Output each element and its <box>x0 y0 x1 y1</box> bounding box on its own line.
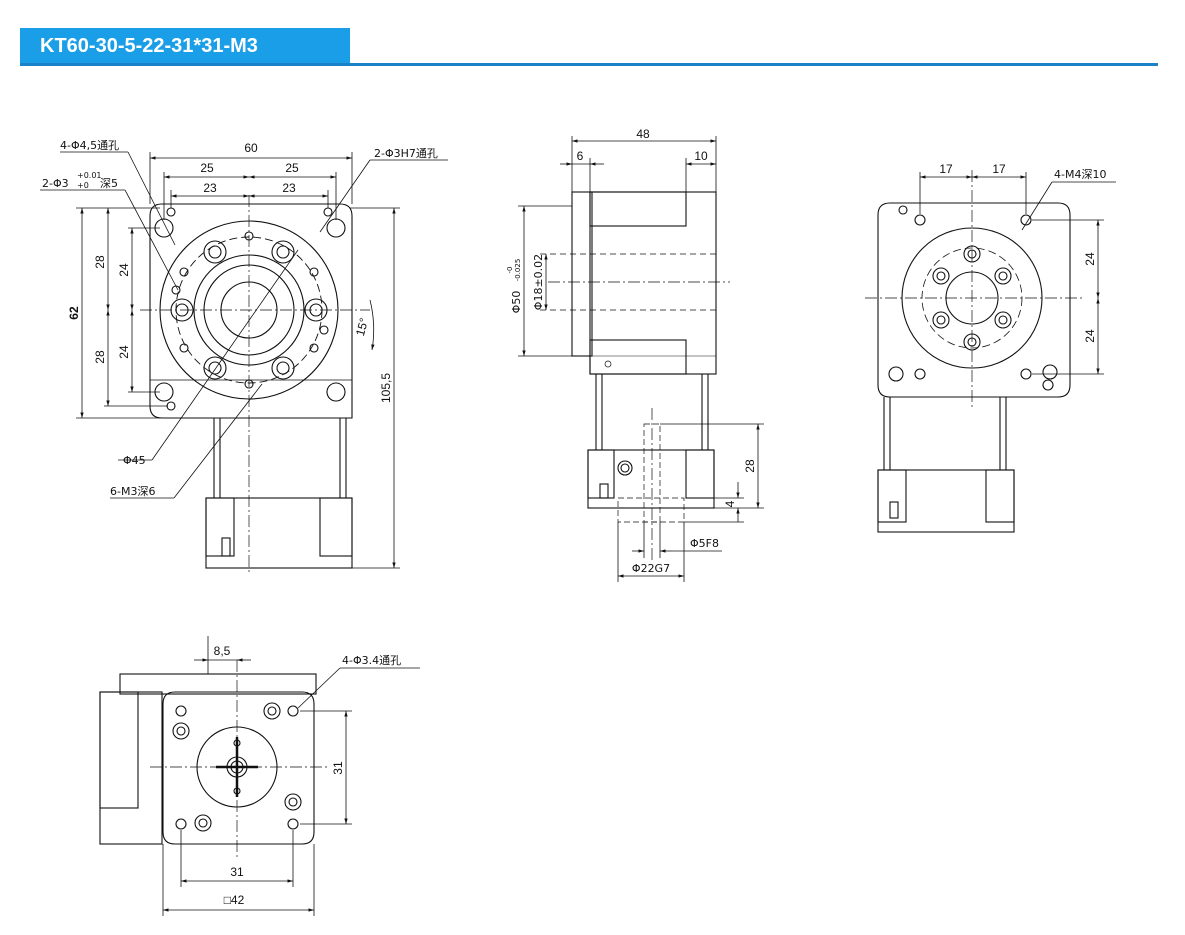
dim-28-bottom: 28 <box>93 350 107 364</box>
dim-17-right: 17 <box>992 162 1006 176</box>
dim-25-left: 25 <box>200 161 214 175</box>
dim-phi50: Φ50 <box>510 291 523 314</box>
dim-15-deg: 15° <box>353 316 371 337</box>
dim-31-horizontal: 31 <box>230 865 244 879</box>
dim-6: 6 <box>577 149 584 163</box>
dim-31-vertical: 31 <box>331 761 345 775</box>
rear-labels: 17 17 24 24 4-M4深10 <box>939 162 1106 343</box>
header-rule <box>20 63 1158 66</box>
dim-23-right: 23 <box>282 181 296 195</box>
note-4-m4: 4-M4深10 <box>1054 168 1106 181</box>
dim-60: 60 <box>244 141 258 155</box>
rear-view <box>865 170 1116 533</box>
dim-24-top: 24 <box>1083 252 1097 266</box>
note-2-phi3-tol-up: +0.01 <box>77 171 102 180</box>
bottom-view <box>99 636 420 916</box>
dim-28-top: 28 <box>93 255 107 269</box>
dim-24-bottom: 24 <box>117 345 131 359</box>
dim-phi45: Φ45 <box>123 454 146 467</box>
dim-phi5f8: Φ5F8 <box>690 537 719 550</box>
dim-17-left: 17 <box>939 162 953 176</box>
dim-phi18: Φ18±0.02 <box>532 254 545 310</box>
side-labels: 48 6 10 Φ50 -0 -0.025 Φ18±0.02 28 4 Φ5F8… <box>506 127 757 575</box>
dim-square-42: □42 <box>224 893 245 907</box>
dim-25-right: 25 <box>285 161 299 175</box>
dim-62: 62 <box>67 306 81 320</box>
note-4-phi3-4: 4-Φ3.4通孔 <box>342 654 401 667</box>
note-2-phi3: 2-Φ3 <box>42 177 69 190</box>
note-6-m3: 6-M3深6 <box>110 485 155 498</box>
note-4-phi4-5: 4-Φ4,5通孔 <box>60 139 119 152</box>
front-labels: 60 25 25 23 23 62 28 28 24 24 105,5 15° … <box>42 139 438 498</box>
dim-phi22g7: Φ22G7 <box>632 562 670 575</box>
side-view <box>518 136 764 582</box>
dim-phi50-tol-up: -0 <box>506 267 514 274</box>
dim-24-bottom: 24 <box>1083 329 1097 343</box>
bottom-labels: 8,5 31 31 □42 4-Φ3.4通孔 <box>214 644 401 907</box>
dim-24-top: 24 <box>117 263 131 277</box>
note-2-phi3h7: 2-Φ3H7通孔 <box>374 147 438 160</box>
dim-4: 4 <box>723 500 737 507</box>
note-depth5: 深5 <box>100 177 118 190</box>
dim-8-5: 8,5 <box>214 644 231 658</box>
note-2-phi3-tol-dn: +0 <box>77 181 89 190</box>
dim-28: 28 <box>743 459 757 473</box>
dim-23-left: 23 <box>203 181 217 195</box>
dim-phi50-tol-dn: -0.025 <box>514 259 522 282</box>
dim-48: 48 <box>636 127 650 141</box>
header-title: KT60-30-5-22-31*31-M3 <box>20 28 350 64</box>
dim-105-5: 105,5 <box>379 373 393 403</box>
dim-10: 10 <box>694 149 708 163</box>
front-view <box>40 151 448 575</box>
